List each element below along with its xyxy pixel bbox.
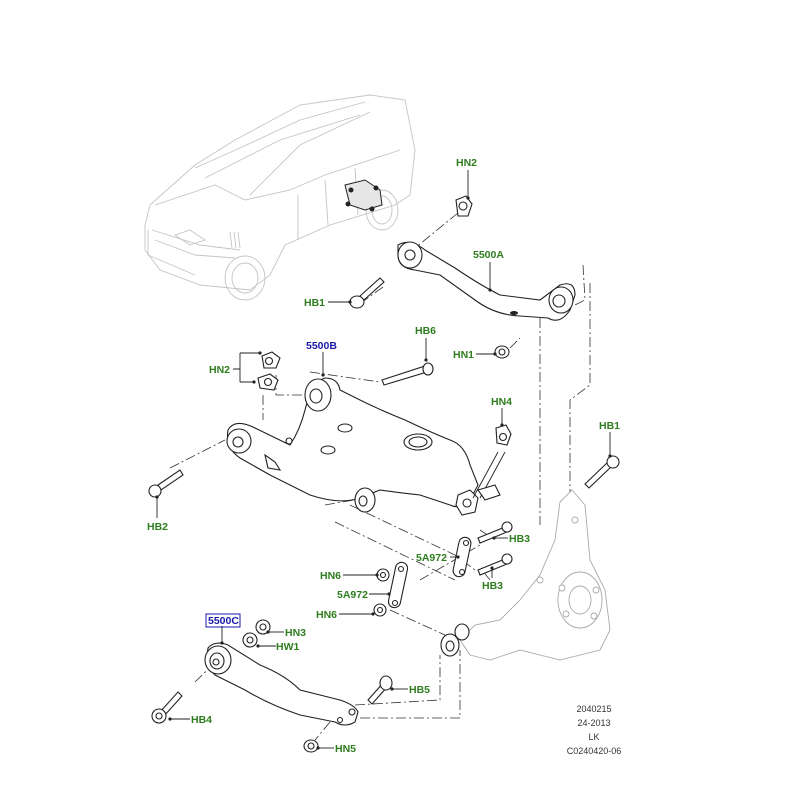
label-hn2-left[interactable]: HN2 (209, 364, 230, 376)
label-hb3-top[interactable]: HB3 (509, 533, 530, 545)
reference-block: 2040215 24-2013 LK C0240420-06 (567, 704, 622, 756)
label-hb5[interactable]: HB5 (409, 684, 430, 696)
bolt-hb1-right (584, 455, 620, 489)
subframe-5500b (226, 377, 479, 513)
label-5500c-highlight-box (205, 613, 241, 628)
label-hn5[interactable]: HN5 (335, 743, 356, 755)
bolt-hb1-left (349, 277, 385, 309)
label-hb2[interactable]: HB2 (147, 521, 168, 533)
part-labels: HN2 5500A HB1 HN1 HB6 5500B HN2 HN4 HB1 … (147, 157, 620, 755)
label-hb1-right[interactable]: HB1 (599, 420, 620, 432)
lower-arm-5500c (204, 642, 359, 726)
label-hn2-top[interactable]: HN2 (456, 157, 477, 169)
nut-hn6-bottom (373, 603, 387, 617)
label-hb6[interactable]: HB6 (415, 325, 436, 337)
label-5a972-right[interactable]: 5A972 (416, 552, 447, 564)
label-hw1[interactable]: HW1 (276, 641, 299, 653)
nut-hn2-left (257, 351, 281, 391)
label-hn6-top[interactable]: HN6 (320, 570, 341, 582)
link-5a972-right (452, 536, 472, 578)
label-5500b[interactable]: 5500B (306, 340, 337, 352)
ref-line-4: C0240420-06 (567, 746, 622, 756)
bolt-hb3-top (477, 521, 513, 544)
ref-line-1: 2040215 (576, 704, 611, 714)
nut-hn4 (495, 424, 512, 446)
nut-hn2-top (455, 195, 473, 217)
label-5500a[interactable]: 5500A (473, 249, 504, 261)
bolt-hb5 (367, 675, 393, 705)
bolt-hb4 (151, 691, 183, 724)
bolt-hb2 (148, 469, 184, 498)
bolt-hb6 (381, 362, 434, 386)
label-5a972-left[interactable]: 5A972 (337, 589, 368, 601)
subframe-location-highlight (344, 179, 383, 212)
nut-hn5 (303, 739, 319, 753)
bolt-hb3-bottom (477, 553, 513, 576)
subframe-bracket-nut (455, 451, 506, 516)
ref-line-2: 24-2013 (577, 718, 610, 728)
label-5500c[interactable]: 5500C (208, 615, 239, 627)
label-hn1[interactable]: HN1 (453, 349, 474, 361)
wheel-knuckle-hub (440, 489, 611, 661)
nut-hn1 (494, 345, 510, 359)
label-hb1-left[interactable]: HB1 (304, 297, 325, 309)
label-hb3-bottom[interactable]: HB3 (482, 580, 503, 592)
label-hn6-bottom[interactable]: HN6 (316, 609, 337, 621)
label-hn4[interactable]: HN4 (491, 396, 512, 408)
vehicle-illustration (144, 94, 416, 301)
callout-leader-lines (155, 170, 612, 750)
link-5a972-left (387, 561, 409, 609)
nut-hn3 (255, 619, 271, 635)
label-hb4[interactable]: HB4 (191, 714, 212, 726)
nut-hn6-top (376, 568, 390, 582)
washer-hw1 (242, 632, 258, 648)
upper-arm-5500a (397, 241, 576, 321)
ref-line-3: LK (588, 732, 599, 742)
label-hn3[interactable]: HN3 (285, 627, 306, 639)
